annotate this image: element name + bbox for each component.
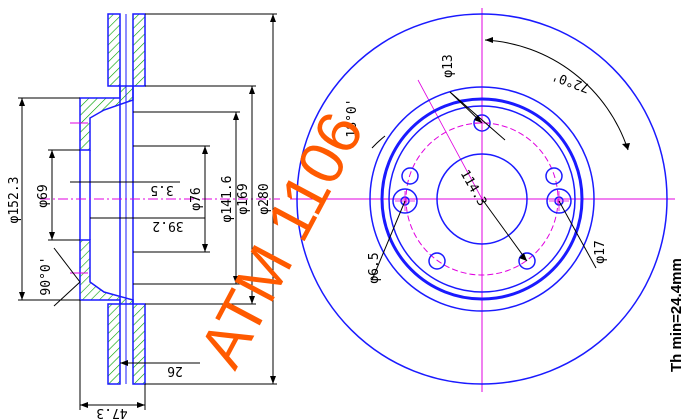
stud-hole	[428, 252, 446, 270]
hat-section-top	[79, 85, 134, 151]
dim-pcd-114: 114.3	[457, 168, 490, 209]
dim-141: φ141.6	[220, 176, 235, 223]
dim-angle-90: 90°0'	[39, 256, 54, 295]
watermark-part-number: ATM 1106	[186, 102, 377, 379]
outer-ring-right-top	[132, 13, 146, 87]
thickness-note: Th min=24.4mm	[668, 258, 685, 372]
hat-outer-circle	[380, 97, 584, 301]
outer-edge-circle	[296, 13, 668, 385]
dim-152: φ152.3	[7, 177, 22, 224]
dim-76: φ76	[189, 187, 204, 210]
outer-ring-right-bottom	[132, 303, 146, 385]
dim-hole-17: φ17	[593, 240, 608, 263]
stud-hole	[401, 167, 419, 185]
dim-26: 26	[167, 363, 183, 378]
section-view: φ152.3 φ69 φ76 φ141.6 φ169 φ280 3.5 39.2…	[7, 13, 280, 420]
dim-hole-13: φ13	[441, 54, 456, 77]
dim-69: φ69	[36, 184, 51, 207]
dim-hole-6-5: φ6.5	[367, 252, 382, 283]
section-dimensions	[18, 13, 277, 410]
stud-hole	[545, 167, 563, 185]
hat-section-bottom	[79, 239, 134, 305]
outer-ring-left-bottom	[107, 303, 121, 385]
friction-inner-circle	[369, 86, 595, 312]
dim-angle-72: 72°0'	[550, 68, 592, 95]
dim-39-2: 39.2	[152, 218, 183, 233]
dim-280: φ280	[257, 183, 272, 214]
outer-ring-left-top	[107, 13, 121, 87]
pcd-circle	[405, 122, 559, 276]
dim-47-3: 47.3	[96, 405, 127, 420]
dim-169: φ169	[236, 183, 251, 214]
dim-angle-18: 18°0'	[345, 98, 360, 137]
front-view: φ13 72°0' 18°0' 114.3 φ6.5 φ17	[290, 8, 675, 392]
center-bore-circle	[436, 153, 528, 245]
stud-hole	[518, 252, 536, 270]
hat-inner-circle	[388, 105, 576, 293]
dim-3-5: 3.5	[150, 182, 173, 197]
